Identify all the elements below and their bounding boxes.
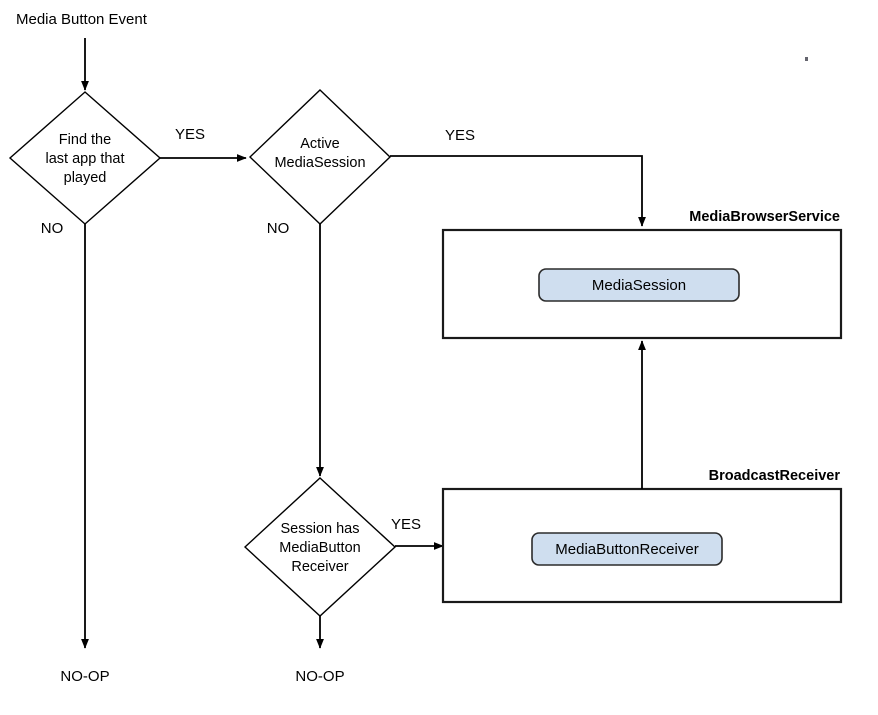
decision-active-mediasession-line-2: MediaSession <box>274 155 365 171</box>
terminal-noop-left: NO-OP <box>60 668 109 685</box>
decision-session-line-1: Session has <box>281 521 360 537</box>
start-label: Media Button Event <box>16 11 148 28</box>
container-media-browser-service <box>441 228 843 340</box>
image-artifact-speck <box>805 57 808 61</box>
decision-session-line-2: MediaButton <box>279 540 360 556</box>
edge-label-no-1: NO <box>41 220 64 237</box>
component-label-media-session: MediaSession <box>592 277 686 294</box>
container-label-broadcast-receiver: BroadcastReceiver <box>709 468 841 484</box>
edge-active-mediasession-yes <box>390 155 646 227</box>
decision-find-last-app-line-1: Find the <box>59 132 111 148</box>
edge-label-yes-1: YES <box>175 126 205 143</box>
decision-find-last-app-line-3: played <box>64 170 107 186</box>
decision-session-line-3: Receiver <box>291 559 348 575</box>
container-label-media-browser-service: MediaBrowserService <box>689 209 840 225</box>
terminal-noop-middle: NO-OP <box>295 668 344 685</box>
decision-active-mediasession-line-1: Active <box>300 136 340 152</box>
edge-label-no-2: NO <box>267 220 290 237</box>
component-label-media-button-receiver: MediaButtonReceiver <box>555 541 698 558</box>
decision-find-last-app-line-2: last app that <box>46 151 125 167</box>
edge-label-yes-3: YES <box>391 516 421 533</box>
component-media-button-receiver[interactable] <box>531 532 723 566</box>
edge-label-yes-2: YES <box>445 127 475 144</box>
component-media-session[interactable] <box>538 268 740 302</box>
